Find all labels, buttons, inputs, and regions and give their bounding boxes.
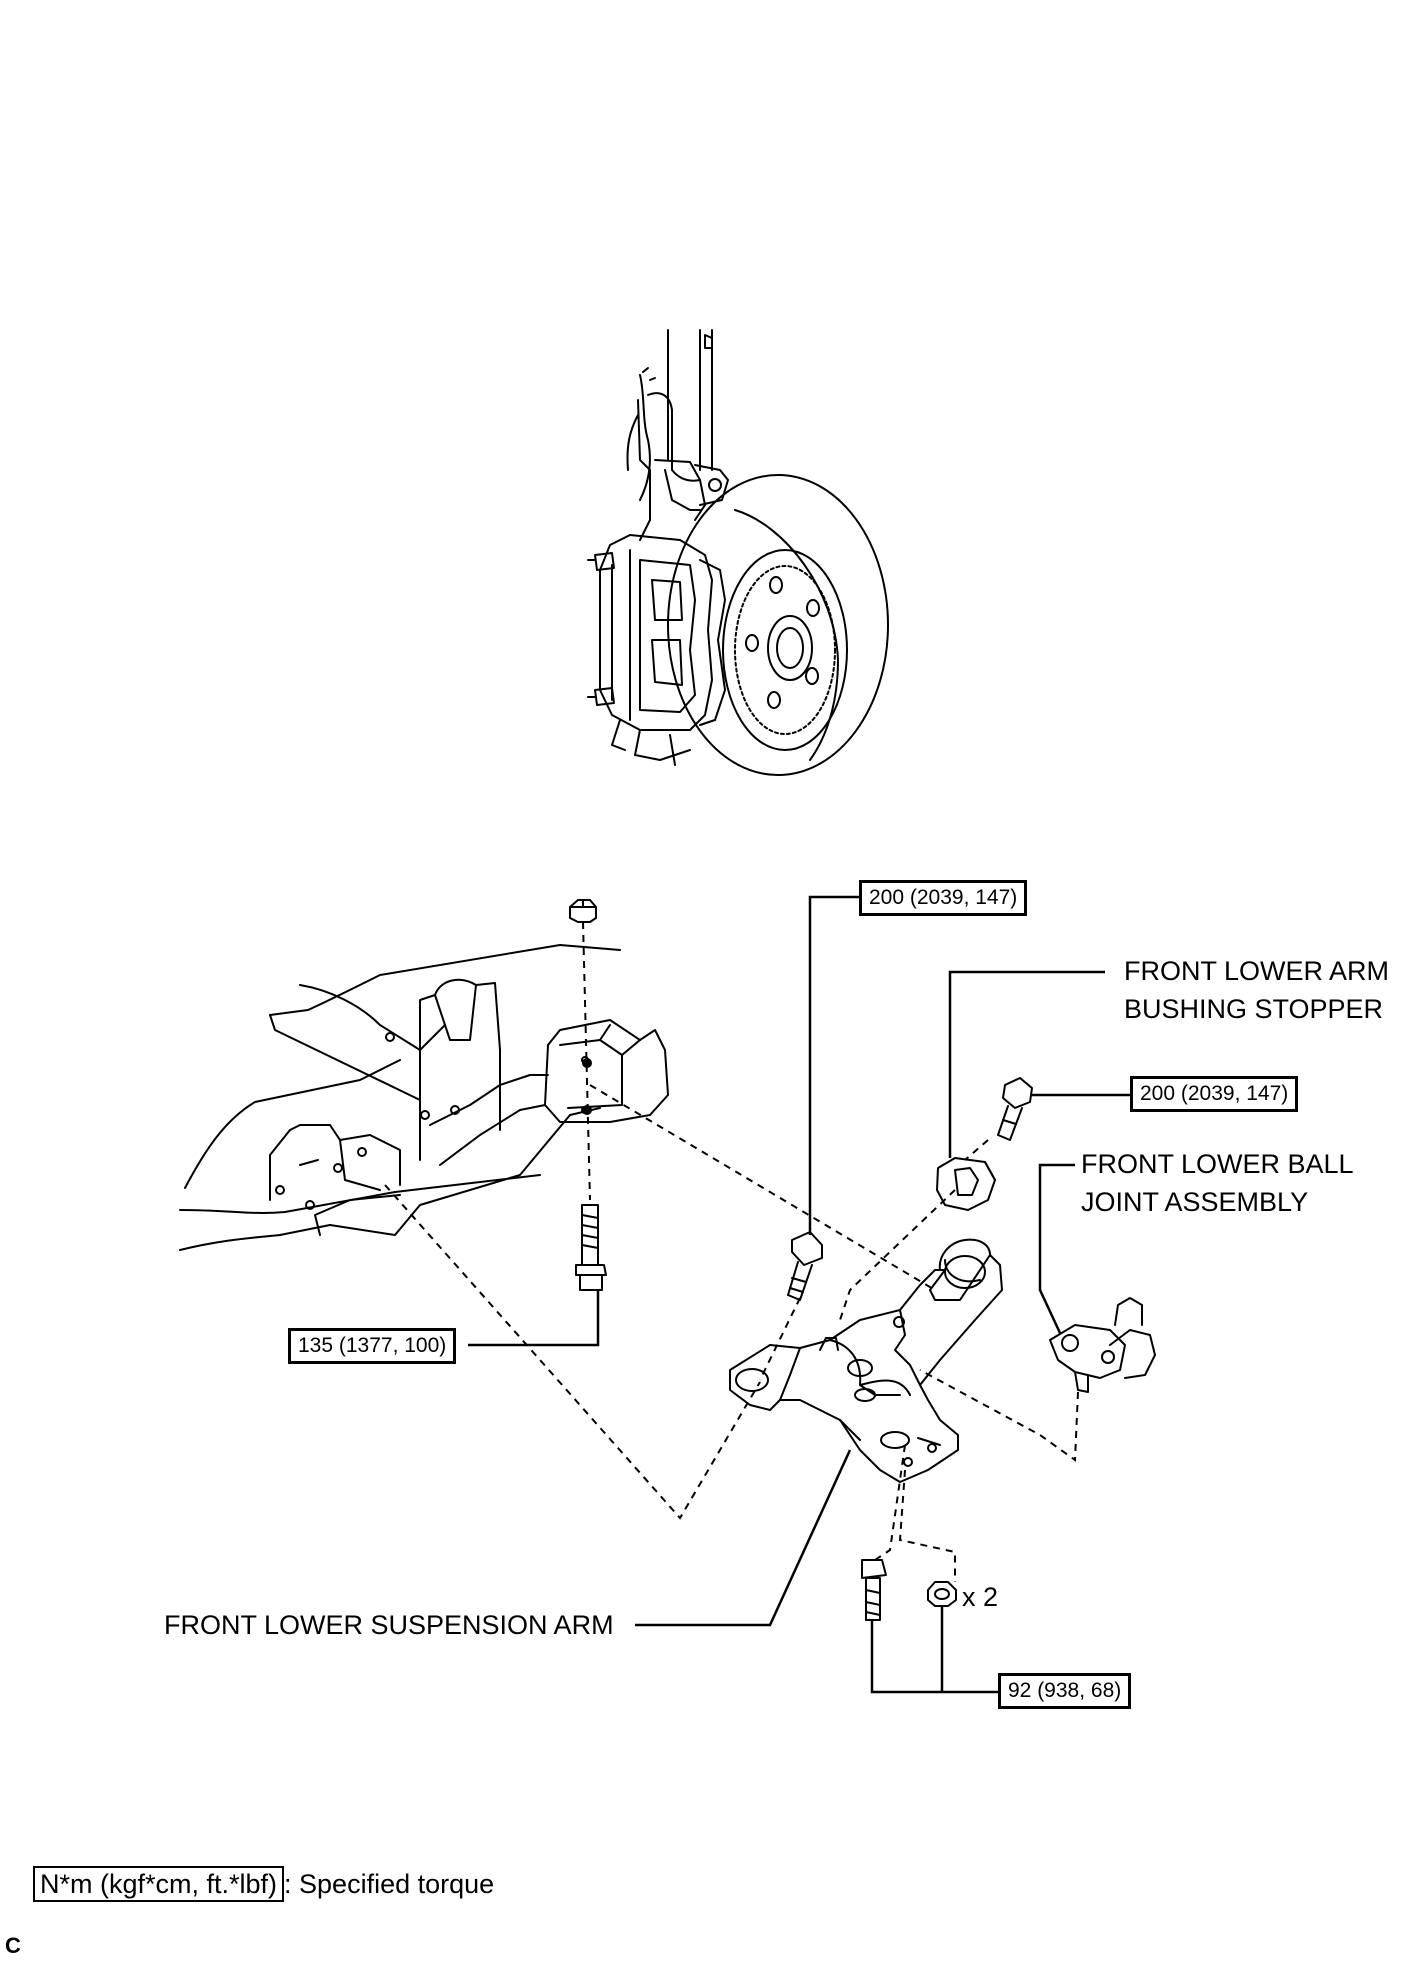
quantity-label: x 2 — [962, 1582, 999, 1612]
torque-legend-unit: N*m (kgf*cm, ft.*lbf) — [33, 1866, 285, 1902]
leader-lines — [468, 895, 1130, 1694]
subframe-bolt — [575, 1204, 607, 1291]
callout-suspension-arm: FRONT LOWER SUSPENSION ARM — [164, 1610, 614, 1640]
callout-ball-joint: FRONT LOWER BALL JOINT ASSEMBLY — [1081, 1145, 1354, 1221]
arm-rear-bolt — [861, 1559, 887, 1621]
brake-assembly-drawing — [587, 329, 889, 776]
subframe-nut — [569, 899, 597, 923]
ball-joint — [1049, 1297, 1156, 1393]
torque-box-bottom: 92 (938, 68) — [998, 1673, 1132, 1709]
callout-ball-joint-line1: FRONT LOWER BALL — [1081, 1149, 1354, 1179]
callout-bushing-stopper: FRONT LOWER ARM BUSHING STOPPER — [1124, 952, 1389, 1028]
callout-ball-joint-line2: JOINT ASSEMBLY — [1081, 1187, 1309, 1217]
torque-box-right: 200 (2039, 147) — [1130, 1076, 1299, 1112]
torque-legend: N*m (kgf*cm, ft.*lbf): Specified torque — [33, 1865, 494, 1903]
callout-bushing-stopper-line1: FRONT LOWER ARM — [1124, 956, 1390, 986]
callout-bushing-stopper-line2: BUSHING STOPPER — [1124, 994, 1384, 1024]
arm-front-bolt — [787, 1231, 823, 1301]
arm-rear-nut — [927, 1581, 957, 1607]
assembly-lines — [384, 921, 1079, 1582]
torque-box-top: 200 (2039, 147) — [859, 880, 1028, 916]
torque-legend-text: : Specified torque — [284, 1869, 495, 1899]
lower-suspension-arm — [729, 1238, 1003, 1483]
figure-footnote: C — [5, 1933, 21, 1958]
torque-box-left: 135 (1377, 100) — [288, 1328, 457, 1364]
stopper-bolt — [997, 1077, 1033, 1141]
bushing-stopper — [936, 1157, 996, 1211]
